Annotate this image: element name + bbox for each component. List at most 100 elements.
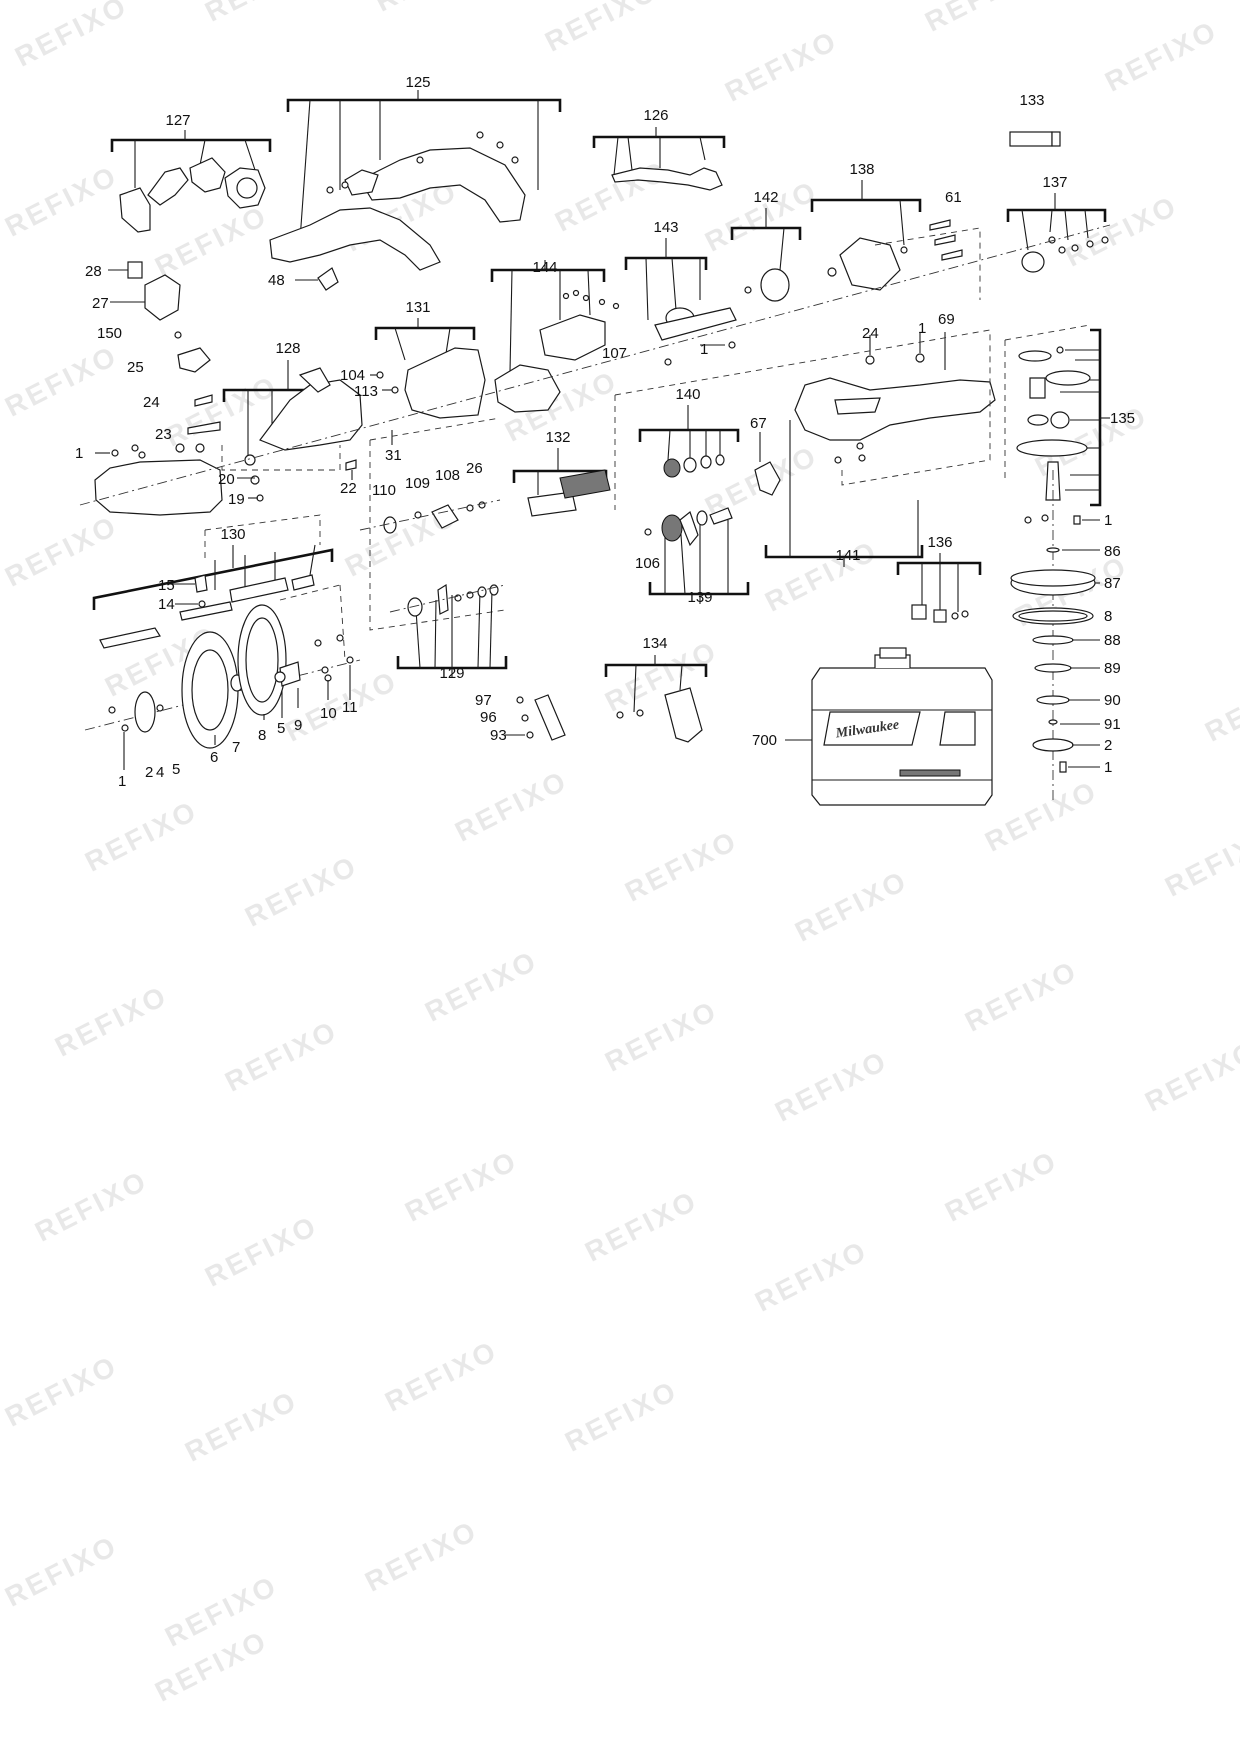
callout-91: 91 — [1104, 716, 1121, 733]
callout-9: 9 — [294, 717, 302, 734]
callout-48: 48 — [268, 272, 285, 289]
callout-19: 19 — [228, 491, 245, 508]
callout-8-right: 8 — [1104, 608, 1112, 625]
callout-1-right-a: 1 — [1104, 512, 1112, 529]
switch-bracket — [119, 187, 151, 233]
callout-131: 131 — [405, 299, 430, 316]
callout-137: 137 — [1042, 174, 1067, 191]
callout-26: 26 — [466, 460, 483, 477]
callout-1-bottom: 1 — [118, 773, 126, 790]
callout-61: 61 — [945, 189, 962, 206]
callout-150: 150 — [97, 325, 122, 342]
callout-27: 27 — [92, 295, 109, 312]
assembly-135: 135 1 86 87 8 88 89 90 91 2 1 — [1004, 324, 1135, 800]
callout-97: 97 — [475, 692, 492, 709]
assembly-126: 126 — [592, 107, 726, 191]
assembly-137: 137 — [1006, 174, 1109, 273]
washer-88 — [1032, 635, 1074, 645]
gear-housing-front — [94, 459, 223, 516]
handle-half-upper — [359, 147, 526, 223]
callout-89: 89 — [1104, 660, 1121, 677]
assembly-144: 144 107 — [490, 259, 627, 413]
callout-139: 139 — [687, 589, 712, 606]
callout-69: 69 — [938, 311, 955, 328]
bearing-140 — [663, 458, 681, 478]
gasket-67 — [754, 461, 781, 496]
callout-6: 6 — [210, 749, 218, 766]
assembly-134: 134 — [604, 635, 708, 743]
spring-130 — [229, 577, 289, 603]
callout-4-bottom: 4 — [156, 764, 164, 781]
callout-5-bottom: 5 — [172, 761, 180, 778]
assembly-136: 136 — [896, 534, 982, 623]
bracket-97 — [534, 694, 566, 741]
callout-2: 2 — [1104, 737, 1112, 754]
callout-1-left: 1 — [75, 445, 83, 462]
callout-126: 126 — [643, 107, 668, 124]
main-axis-upper — [79, 224, 1111, 506]
left-column-parts: 28 27 150 25 24 23 1 — [75, 261, 221, 462]
motor-housing — [404, 347, 486, 419]
callout-142: 142 — [753, 189, 778, 206]
callout-1-right-b: 1 — [1104, 759, 1112, 776]
callout-136: 136 — [927, 534, 952, 551]
callout-143: 143 — [653, 219, 678, 236]
assembly-133: 133 — [1009, 92, 1061, 147]
callout-22: 22 — [340, 480, 357, 497]
callout-20: 20 — [218, 471, 235, 488]
callout-104: 104 — [340, 367, 365, 384]
main-housing — [794, 377, 996, 441]
assembly-129: 110 109 108 26 129 — [359, 417, 508, 682]
assembly-125: 125 48 — [268, 74, 562, 291]
flange-2-right — [1032, 738, 1074, 752]
callout-125: 125 — [405, 74, 430, 91]
handle-half-lower — [269, 207, 441, 271]
callout-28: 28 — [85, 263, 102, 280]
wheel-assembly: 1 2 4 5 6 7 8 5 9 10 11 — [84, 584, 361, 790]
callout-700: 700 — [752, 732, 777, 749]
callout-87: 87 — [1104, 575, 1121, 592]
bearing-plate — [760, 268, 790, 302]
callout-1-tool: 1 — [918, 320, 926, 337]
part-108 — [431, 504, 459, 529]
callout-7: 7 — [232, 739, 240, 756]
assembly-132: 132 — [512, 429, 611, 517]
callout-31: 31 — [385, 447, 402, 464]
callout-5: 5 — [277, 720, 285, 737]
callout-127: 127 — [165, 112, 190, 129]
callout-24-left: 24 — [143, 394, 160, 411]
callout-24-right: 24 — [862, 325, 879, 342]
callout-132: 132 — [545, 429, 570, 446]
callout-23: 23 — [155, 426, 172, 443]
assembly-141: 69 24 1 141 — [614, 311, 996, 567]
gear-137 — [1021, 251, 1045, 273]
callout-10: 10 — [320, 705, 337, 722]
callout-135: 135 — [1110, 410, 1135, 427]
assembly-140: 140 67 — [638, 386, 781, 496]
washer-86 — [1046, 547, 1060, 553]
callout-93: 93 — [490, 727, 507, 744]
callout-15: 15 — [158, 577, 175, 594]
callout-141: 141 — [835, 547, 860, 564]
callout-129: 129 — [439, 665, 464, 682]
callout-2-bottom: 2 — [145, 764, 153, 781]
gear-135 — [1018, 350, 1052, 362]
callout-67: 67 — [750, 415, 767, 432]
assembly-97: 97 96 93 — [475, 692, 566, 744]
callout-144: 144 — [532, 259, 557, 276]
callout-11: 11 — [342, 699, 358, 716]
callout-130: 130 — [220, 526, 245, 543]
backing-plate — [1016, 439, 1088, 457]
assembly-138: 138 61 — [810, 161, 981, 300]
callout-86: 86 — [1104, 543, 1121, 560]
assembly-131: 131 104 113 31 22 — [340, 299, 486, 497]
callout-107: 107 — [602, 345, 627, 362]
callout-25: 25 — [127, 359, 144, 376]
assembly-128: 128 20 19 — [94, 340, 363, 516]
callout-110: 110 — [372, 482, 396, 499]
callout-113: 113 — [354, 383, 378, 400]
callout-8-left: 8 — [258, 727, 266, 744]
callout-140: 140 — [675, 386, 700, 403]
